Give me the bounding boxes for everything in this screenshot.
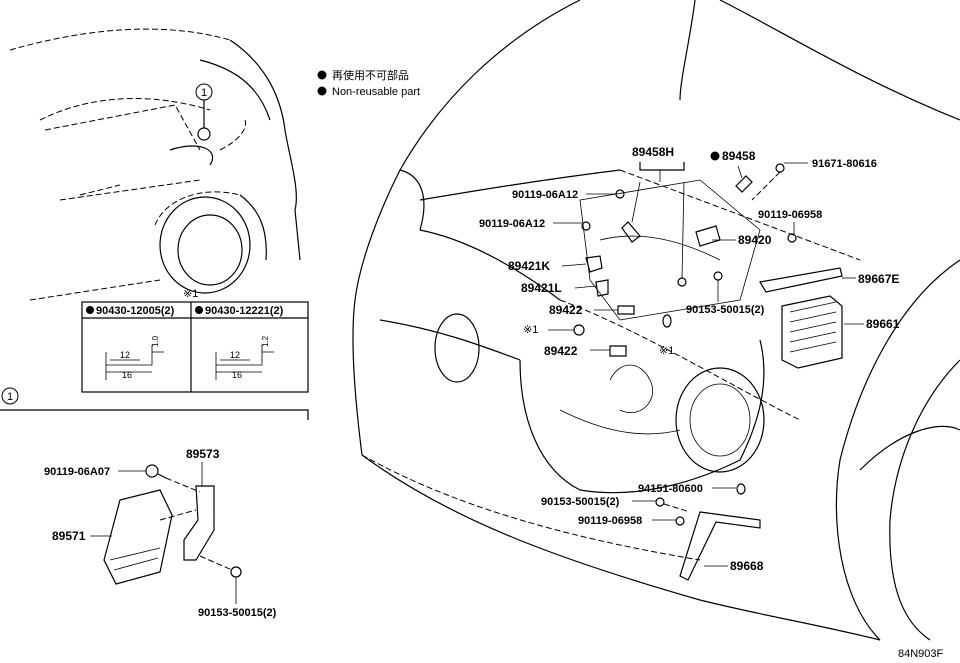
sensor-part-89458 [735,175,753,193]
bracket-89667E [759,267,843,293]
callout-circle-1-bottom [1,387,19,405]
callout-circle-1 [195,83,213,101]
parts-callouts: 89458H 89458 91671-80616 90119-06A12 901… [479,145,900,581]
ecu-89661 [781,295,843,369]
label-89661[interactable]: 89661 [866,317,900,331]
legend: 再使用不可部品 Non-reusable part [317,68,420,98]
spec-col-b-header: 90430-12221(2) [205,305,284,317]
legend-en: Non-reusable part [332,86,420,98]
label-90119-06A07[interactable]: 90119-06A07 [44,466,110,478]
label-89421L[interactable]: 89421L [521,281,562,295]
diagram-code: 84N903F [898,648,944,660]
sensor-part-89421L [595,279,609,297]
dim-b-12: 12 [230,350,240,360]
dim-b-thk: 1.2 [261,335,270,347]
nonreusable-dot-b [195,306,203,314]
label-89573[interactable]: 89573 [186,447,220,461]
label-89421K[interactable]: 89421K [508,259,550,273]
note-mark-top: ※1 [183,288,198,300]
label-90153-bottom-left[interactable]: 90153-50015(2) [198,607,277,619]
label-91671-80616[interactable]: 91671-80616 [812,158,877,170]
subassembly-detail: 1 90119-06A07 89573 89571 90153-50015(2) [0,387,309,619]
spec-table: 90430-12005(2) 90430-12221(2) 12 16 1.0 … [81,301,309,393]
legend-dot-en [317,86,327,96]
label-89668[interactable]: 89668 [730,559,764,573]
label-89667E[interactable]: 89667E [858,272,899,286]
dim-a-12: 12 [120,350,130,360]
location-marker [197,127,211,141]
label-90119-06A12-b[interactable]: 90119-06A12 [479,218,545,230]
sensor-part-a [621,221,641,243]
label-89458[interactable]: 89458 [722,149,756,163]
label-90119-06958-a[interactable]: 90119-06958 [758,209,822,221]
label-89458H[interactable]: 89458H [632,145,674,159]
label-89422-a[interactable]: 89422 [549,303,583,317]
legend-jp: 再使用不可部品 [332,68,409,82]
label-89420[interactable]: 89420 [738,233,772,247]
nonreusable-dot-a [86,306,94,314]
label-90153-a[interactable]: 90153-50015(2) [686,304,765,316]
label-89422-b[interactable]: 89422 [544,344,578,358]
sensor-part-89422-a [617,305,635,315]
sensor-part-89420 [695,225,721,247]
label-94151-80600[interactable]: 94151-80600 [638,483,703,495]
label-90153-b[interactable]: 90153-50015(2) [541,496,620,508]
nonreusable-dot-89458 [710,151,720,161]
dim-b-16: 16 [232,370,242,380]
car-front-illustration [352,0,960,641]
dim-a-16: 16 [122,370,132,380]
callout-1-top: 1 [201,87,207,99]
label-90119-06958-b[interactable]: 90119-06958 [578,515,642,527]
legend-dot-jp [317,70,327,80]
sensor-part-89421K [585,255,603,273]
label-89571[interactable]: 89571 [52,529,86,543]
callout-1-bottom: 1 [7,391,13,403]
bracket-89668 [679,511,761,581]
note-mark-mid-right: ※1 [659,345,674,357]
dim-a-thk: 1.0 [151,335,160,347]
note-mark-mid-left: ※1 [523,324,538,336]
sensor-part-89422-b [609,345,627,357]
car-rear-illustration: 1 ※1 [9,28,301,301]
label-90119-06A12-a[interactable]: 90119-06A12 [512,189,578,201]
spec-col-a-header: 90430-12005(2) [96,305,175,317]
